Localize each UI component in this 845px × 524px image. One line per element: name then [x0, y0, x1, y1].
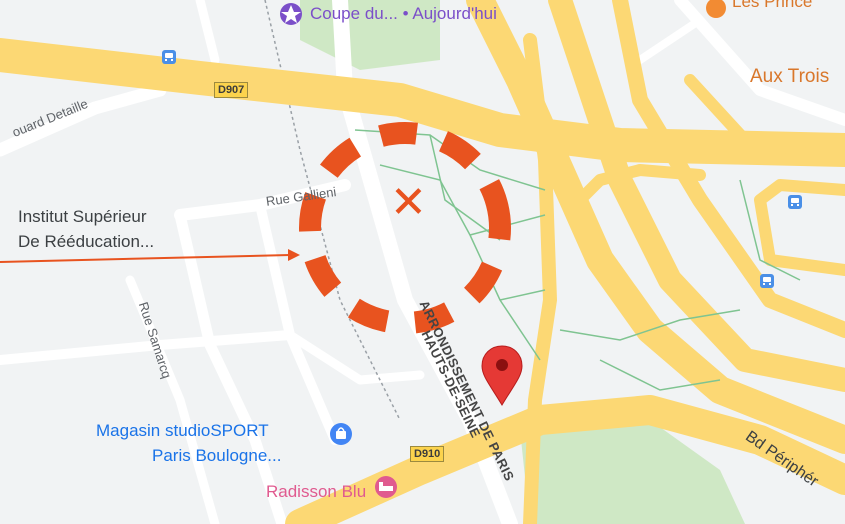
park-bottom: [520, 420, 745, 524]
poi-label-magasin-line2[interactable]: Paris Boulogne...: [152, 446, 282, 465]
bus-stop-icon[interactable]: [760, 274, 774, 288]
poi-label-event[interactable]: Coupe du... • Aujourd'hui: [310, 4, 497, 23]
route-shield-d910: D910: [410, 446, 445, 462]
poi-label-les-princes[interactable]: Les Prince: [732, 0, 813, 11]
poi-label-institut-line2[interactable]: De Rééducation...: [18, 232, 155, 251]
event-star-icon[interactable]: [280, 3, 302, 25]
route-shield-d907: D907: [214, 82, 249, 98]
target-x-marker: ✕: [390, 178, 427, 227]
location-pin[interactable]: [481, 345, 523, 406]
target-circle: [299, 122, 511, 334]
poi-label-aux-trois[interactable]: Aux Trois: [750, 66, 830, 87]
bus-stop-icon[interactable]: [162, 50, 176, 64]
hotel-bed-icon[interactable]: [375, 476, 397, 498]
poi-label-magasin-line1[interactable]: Magasin studioSPORT: [96, 421, 269, 440]
poi-label-institut-line1[interactable]: Institut Supérieur: [18, 207, 147, 226]
pointer-line: [0, 254, 291, 263]
poi-label-radisson[interactable]: Radisson Blu: [266, 482, 367, 501]
restaurant-icon[interactable]: [706, 0, 726, 18]
bus-stop-icon[interactable]: [788, 195, 802, 209]
pointer-arrowhead: [288, 249, 300, 261]
shopping-bag-icon[interactable]: [330, 423, 352, 445]
